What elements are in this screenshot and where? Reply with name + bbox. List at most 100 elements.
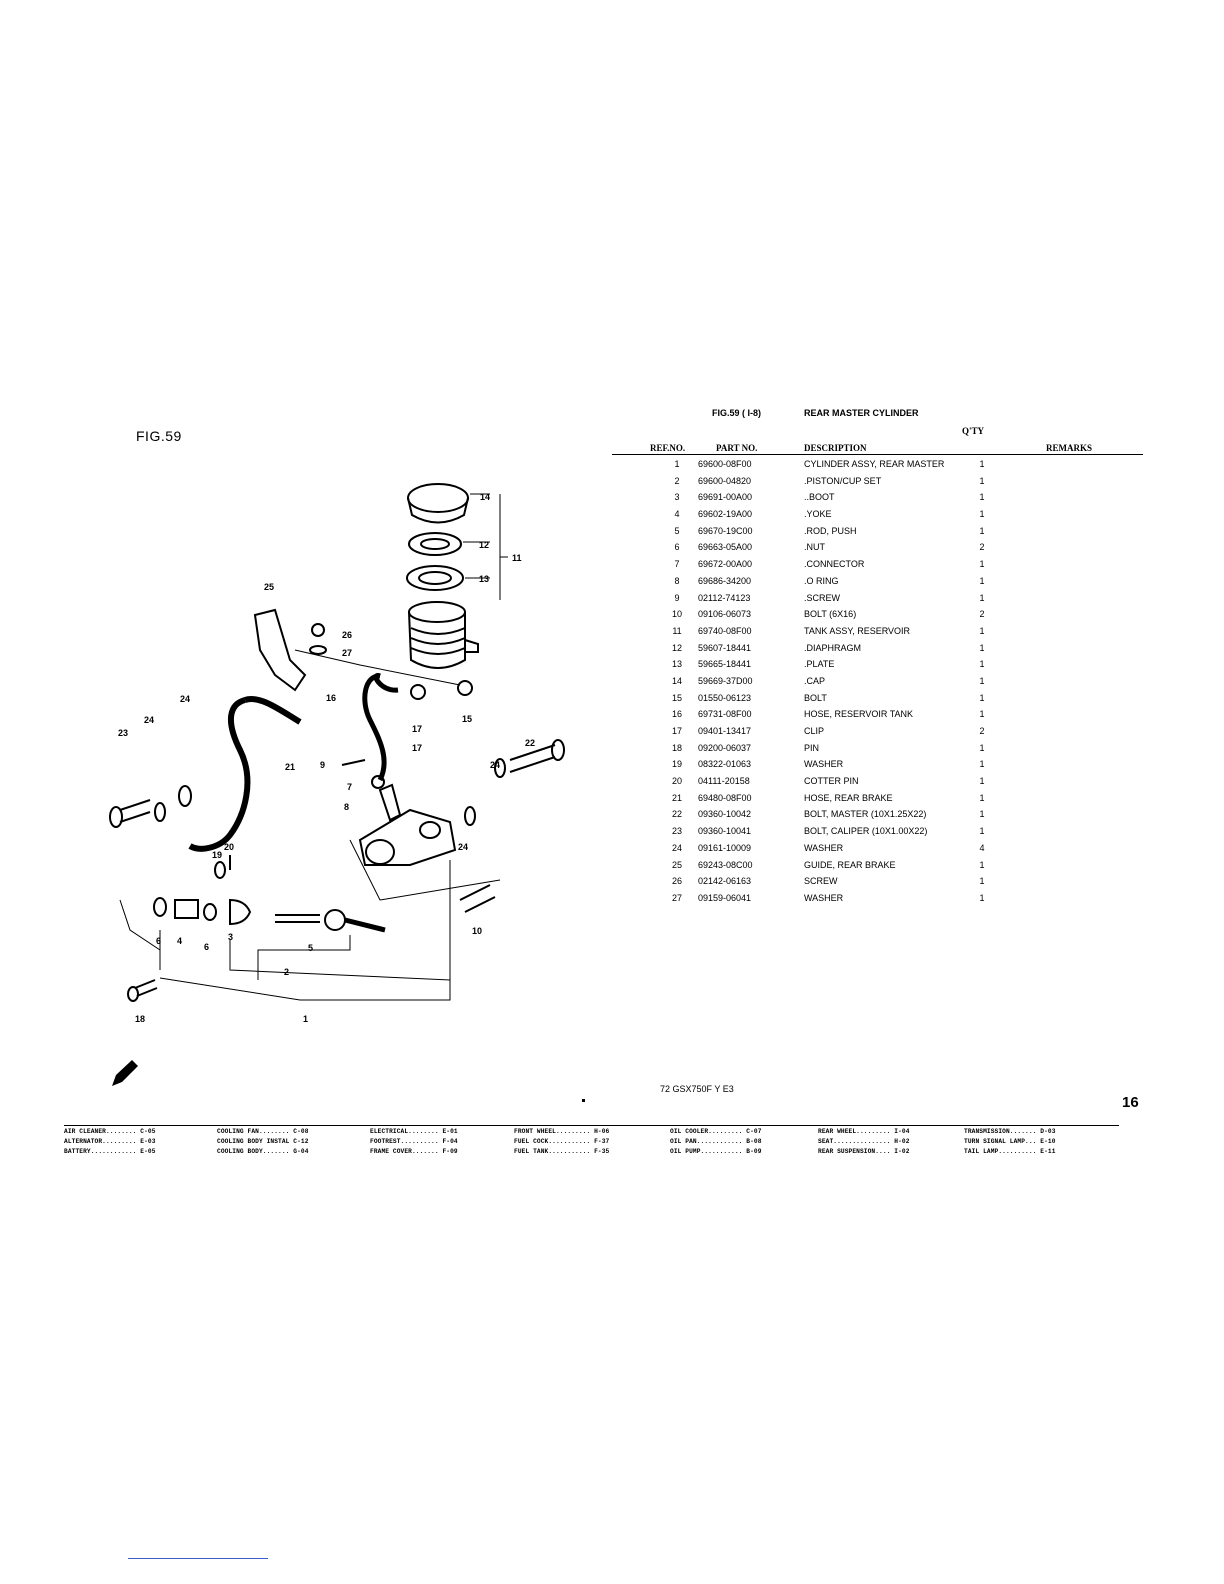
part-quantity: 1 [979, 659, 985, 670]
callout-9: 9 [320, 760, 325, 770]
part-number: 69691-00A00 [698, 492, 753, 503]
index-entry[interactable]: FOOTREST.......... F-04 [370, 1138, 458, 1145]
part-description: TANK ASSY, RESERVOIR [804, 625, 911, 636]
part-quantity: 1 [979, 692, 985, 703]
part-ref-number: 9 [674, 592, 680, 603]
part-number: 09161-10009 [698, 842, 752, 853]
col-part-no: PART NO. [716, 443, 758, 453]
index-entry[interactable]: BATTERY............ E-05 [64, 1148, 156, 1155]
part-number: 09360-10041 [698, 826, 752, 837]
callout-27: 27 [342, 648, 352, 658]
part-number: 09106-06073 [698, 609, 752, 620]
index-entry[interactable]: REAR WHEEL......... I-04 [818, 1128, 910, 1135]
callout-6-left: 6 [156, 936, 161, 946]
header-rule [612, 454, 1143, 455]
index-entry[interactable]: ALTERNATOR......... E-03 [64, 1138, 156, 1145]
part-number: 59665-18441 [698, 659, 752, 670]
index-entry[interactable]: SEAT............... H-02 [818, 1138, 910, 1145]
part-number: 09360-10042 [698, 809, 752, 820]
part-description: COTTER PIN [804, 776, 859, 787]
part-number: 69672-00A00 [698, 559, 753, 570]
reservoir-diaphragm [406, 565, 464, 591]
part-description: .SCREW [804, 592, 840, 603]
part-quantity: 1 [979, 559, 985, 570]
part-description: HOSE, RESERVOIR TANK [804, 709, 914, 720]
screw-26 [311, 623, 325, 637]
part-quantity: 1 [979, 475, 985, 486]
connector [378, 783, 402, 822]
part-quantity: 1 [979, 592, 985, 603]
reservoir-plate [408, 532, 462, 556]
reservoir-tank [408, 601, 466, 623]
index-entry[interactable]: FRAME COVER....... F-09 [370, 1148, 458, 1155]
part-ref-number: 23 [671, 826, 682, 837]
part-ref-number: 15 [671, 692, 682, 703]
index-entry[interactable]: TRANSMISSION....... D-03 [964, 1128, 1056, 1135]
part-number: 08322-01063 [698, 759, 752, 770]
part-quantity: 1 [979, 575, 985, 586]
index-entry[interactable]: TAIL LAMP.......... E-11 [964, 1148, 1056, 1155]
part-ref-number: 3 [674, 492, 680, 503]
index-entry[interactable]: FUEL TANK........... F-35 [514, 1148, 610, 1155]
index-entry[interactable]: COOLING FAN........ C-08 [217, 1128, 309, 1135]
index-rule [64, 1125, 1119, 1126]
part-ref-number: 5 [674, 525, 680, 536]
part-description: BOLT, CALIPER (10X1.00X22) [804, 826, 928, 837]
index-entry[interactable]: FRONT WHEEL......... H-06 [514, 1128, 610, 1135]
part-number: 69731-08F00 [698, 709, 752, 720]
bottom-link-line [128, 1558, 268, 1559]
part-quantity: 1 [979, 459, 985, 469]
index-entry[interactable]: TURN SIGNAL LAMP... E-10 [964, 1138, 1056, 1145]
col-description: DESCRIPTION [804, 443, 867, 453]
part-ref-number: 18 [671, 742, 682, 753]
part-description: PIN [804, 742, 820, 753]
index-entry[interactable]: COOLING BODY....... G-04 [217, 1148, 309, 1155]
index-entry[interactable]: OIL COOLER......... C-07 [670, 1128, 762, 1135]
part-quantity: 1 [979, 859, 985, 870]
part-ref-number: 16 [671, 709, 682, 720]
index-entry[interactable]: FUEL COCK........... F-37 [514, 1138, 610, 1145]
part-quantity: 1 [979, 792, 985, 803]
yoke [174, 899, 199, 919]
clip [410, 684, 426, 700]
part-ref-number: 4 [674, 509, 680, 520]
part-ref-number: 25 [671, 859, 682, 870]
part-quantity: 1 [979, 675, 985, 686]
part-ref-number: 19 [671, 759, 682, 770]
master-bolt [509, 744, 556, 773]
part-ref-number: 13 [671, 659, 682, 670]
index-entry[interactable]: AIR CLEANER........ C-05 [64, 1128, 156, 1135]
part-number: 59607-18441 [698, 642, 752, 653]
index-entry[interactable]: REAR SUSPENSION.... I-02 [818, 1148, 910, 1155]
part-quantity: 2 [979, 726, 985, 736]
part-quantity: 1 [979, 509, 985, 520]
part-quantity: 1 [979, 892, 985, 903]
figure-title: REAR MASTER CYLINDER [804, 408, 919, 418]
part-number: 69480-08F00 [698, 792, 752, 803]
part-description: .ROD, PUSH [804, 525, 857, 536]
index-entry[interactable]: OIL PUMP........... B-09 [670, 1148, 762, 1155]
part-ref-number: 21 [671, 792, 682, 803]
index-entry[interactable]: OIL PAN............ B-08 [670, 1138, 762, 1145]
part-number: 69243-08C00 [698, 859, 753, 870]
washer-19 [214, 861, 226, 879]
part-number: 59669-37D00 [698, 675, 753, 686]
part-quantity: 1 [979, 776, 985, 787]
index-entry[interactable]: COOLING BODY INSTAL C-12 [217, 1138, 309, 1145]
washer-27 [309, 645, 327, 655]
part-number: 09159-06041 [698, 892, 752, 903]
forward-arrow-icon [112, 1060, 138, 1086]
page-dot [582, 1099, 585, 1102]
part-number: 69740-08F00 [698, 625, 752, 636]
index-entry[interactable]: ELECTRICAL........ E-01 [370, 1128, 458, 1135]
part-description: CYLINDER ASSY, REAR MASTER [804, 459, 945, 469]
